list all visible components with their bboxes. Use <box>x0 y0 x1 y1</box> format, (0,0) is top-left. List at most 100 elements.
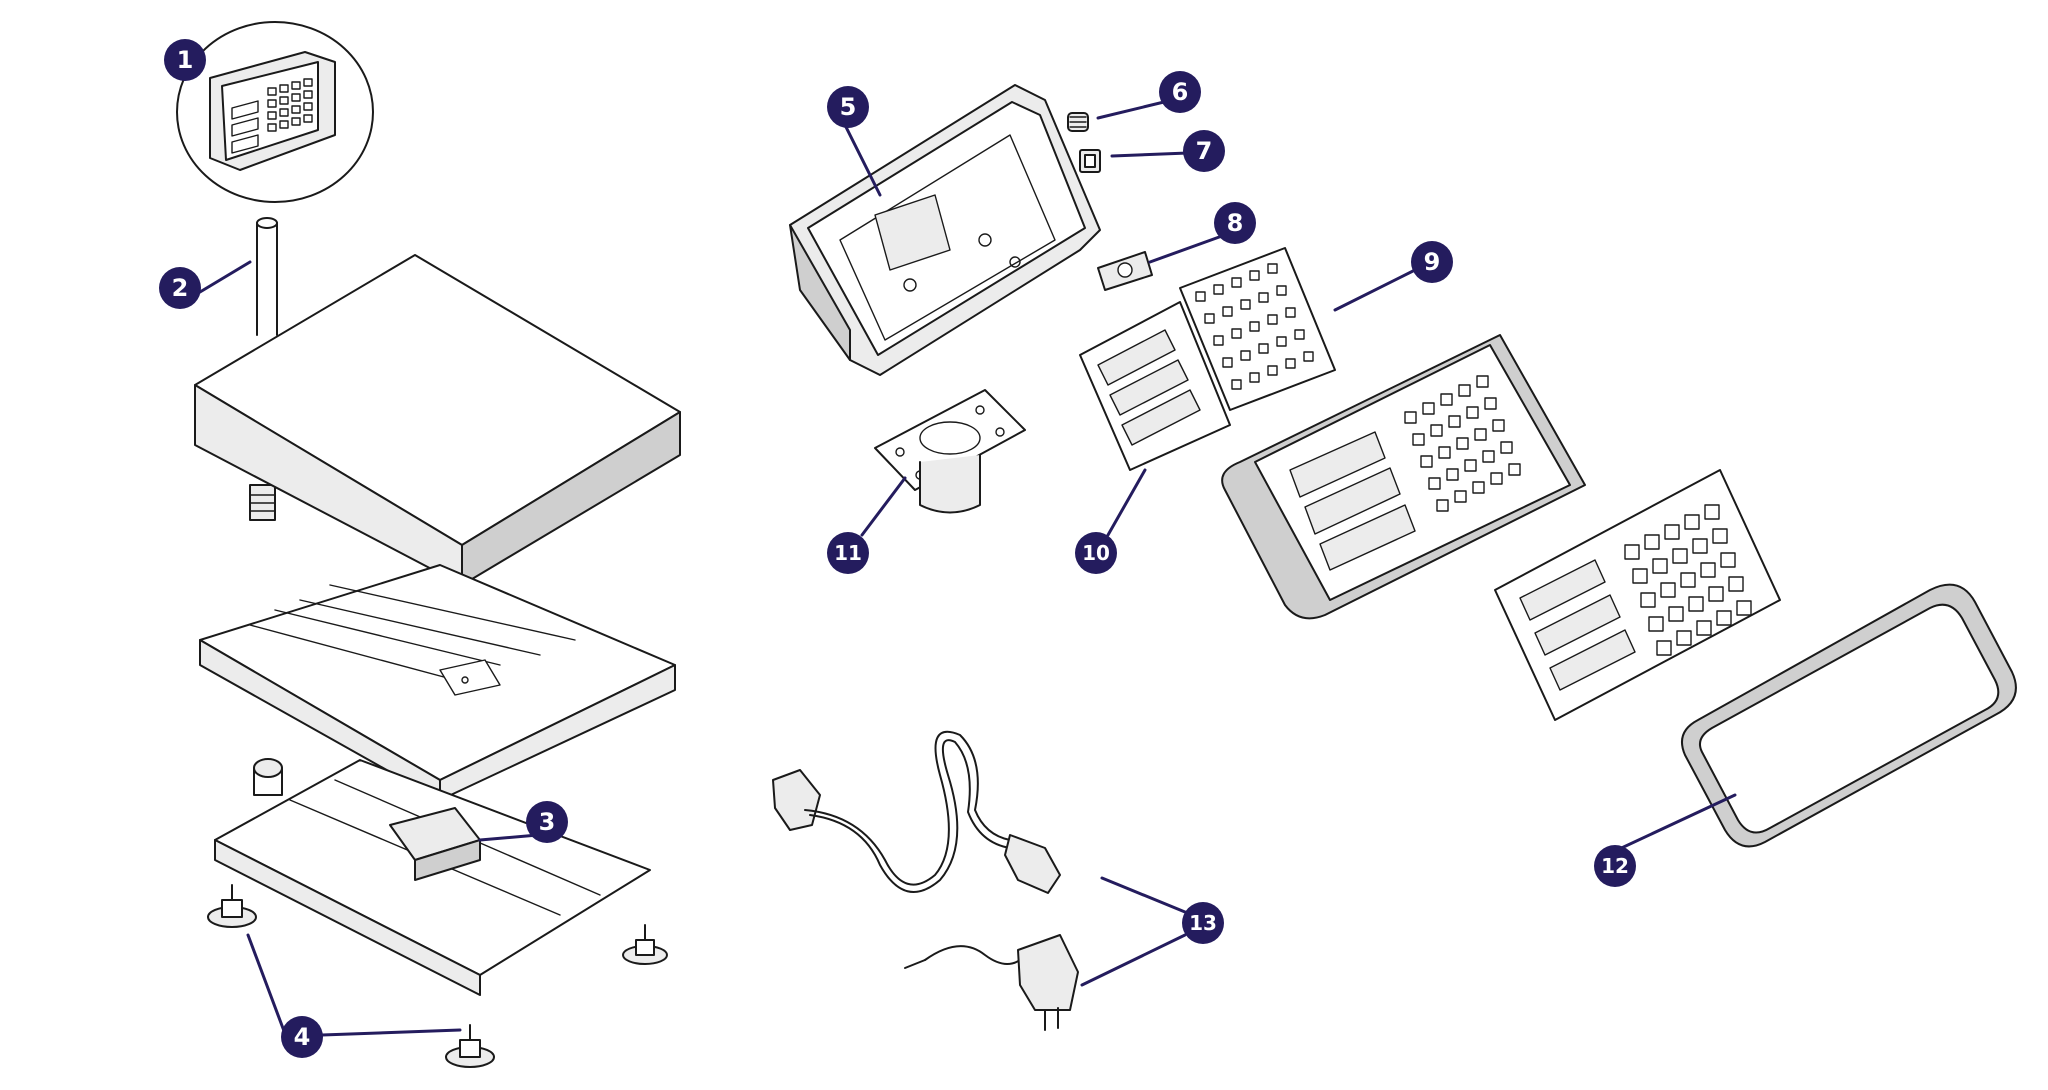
key <box>1231 277 1242 288</box>
leader-line <box>1148 234 1224 264</box>
svg-text:8: 8 <box>1227 209 1244 237</box>
key <box>1648 616 1664 632</box>
key <box>1490 472 1503 485</box>
key <box>1664 524 1680 540</box>
callout-badge-11: 11 <box>827 532 869 574</box>
key <box>1213 335 1224 346</box>
base-and-load-cell-part <box>214 758 651 996</box>
key <box>1644 534 1660 550</box>
key <box>1716 610 1732 626</box>
svg-text:3: 3 <box>539 808 556 836</box>
key <box>1267 263 1278 274</box>
key <box>1700 562 1716 578</box>
key <box>1438 446 1451 459</box>
key <box>1466 406 1479 419</box>
leader-line <box>246 933 286 1033</box>
cable-gland-part <box>1067 112 1089 132</box>
key <box>1708 586 1724 602</box>
leader-line <box>320 1028 462 1037</box>
key <box>1412 433 1425 446</box>
key <box>1222 306 1233 317</box>
key <box>1267 365 1278 376</box>
platform-top-part <box>194 254 681 586</box>
callout-badge-9: 9 <box>1411 241 1453 283</box>
key <box>1736 600 1752 616</box>
power-connector-part <box>1079 149 1101 173</box>
rubber-cover-part <box>1681 583 2017 848</box>
key <box>1472 481 1485 494</box>
leader-line <box>860 476 907 537</box>
key <box>1294 329 1305 340</box>
key <box>1276 285 1287 296</box>
key <box>1492 419 1505 432</box>
display-board-part <box>1079 301 1231 471</box>
key <box>1422 402 1435 415</box>
key <box>1448 415 1461 428</box>
callout-badge-6: 6 <box>1159 71 1201 113</box>
callout-badge-3: 3 <box>526 801 568 843</box>
leveling-feet-part <box>207 884 668 1068</box>
key <box>1476 375 1489 388</box>
leader-line <box>843 123 882 197</box>
svg-text:6: 6 <box>1172 78 1189 106</box>
key <box>1508 463 1521 476</box>
callout-badge-10: 10 <box>1075 532 1117 574</box>
key <box>1680 572 1696 588</box>
key <box>1484 397 1497 410</box>
key <box>1430 424 1443 437</box>
key <box>1276 336 1287 347</box>
key <box>1222 357 1233 368</box>
callout-badge-5: 5 <box>827 86 869 128</box>
leader-line <box>1106 468 1147 537</box>
keypad-matrix-board-part <box>1179 247 1336 411</box>
key <box>1267 314 1278 325</box>
key <box>1668 606 1684 622</box>
svg-text:7: 7 <box>1196 137 1213 165</box>
key <box>1285 358 1296 369</box>
key <box>1428 477 1441 490</box>
key <box>1652 558 1668 574</box>
key <box>1446 468 1459 481</box>
indicator-housing-part <box>789 84 1101 376</box>
key <box>1204 313 1215 324</box>
leader-line <box>478 833 540 842</box>
key <box>1672 548 1688 564</box>
key <box>1684 514 1700 530</box>
svg-text:9: 9 <box>1424 248 1441 276</box>
svg-text:10: 10 <box>1082 541 1110 565</box>
key <box>1436 499 1449 512</box>
key <box>1712 528 1728 544</box>
leader-line <box>1080 933 1187 987</box>
key <box>1720 552 1736 568</box>
column-pole-part <box>249 217 278 521</box>
leader-line <box>1100 876 1187 914</box>
key <box>1458 384 1471 397</box>
key <box>1704 504 1720 520</box>
key <box>1656 640 1672 656</box>
key <box>1632 568 1648 584</box>
key <box>1464 459 1477 472</box>
callout-badge-2: 2 <box>159 267 201 309</box>
small-circuit-board-part <box>1097 251 1153 291</box>
svg-text:11: 11 <box>834 541 862 565</box>
key <box>1285 307 1296 318</box>
key <box>1660 582 1676 598</box>
pole-mount-bracket-part <box>874 389 1026 514</box>
key <box>1303 351 1314 362</box>
indicator-front-panel-part <box>1221 334 1586 620</box>
key <box>1500 441 1513 454</box>
key <box>1258 343 1269 354</box>
callout-badge-4: 4 <box>281 1016 323 1058</box>
key <box>1640 592 1656 608</box>
leader-line <box>1333 268 1417 312</box>
key <box>1404 411 1417 424</box>
key <box>1240 350 1251 361</box>
key <box>1688 596 1704 612</box>
callout-badge-8: 8 <box>1214 202 1256 244</box>
power-adapter-part <box>904 934 1079 1031</box>
key <box>1692 538 1708 554</box>
key <box>1676 630 1692 646</box>
key <box>1624 544 1640 560</box>
power-cord-part <box>772 730 1061 894</box>
